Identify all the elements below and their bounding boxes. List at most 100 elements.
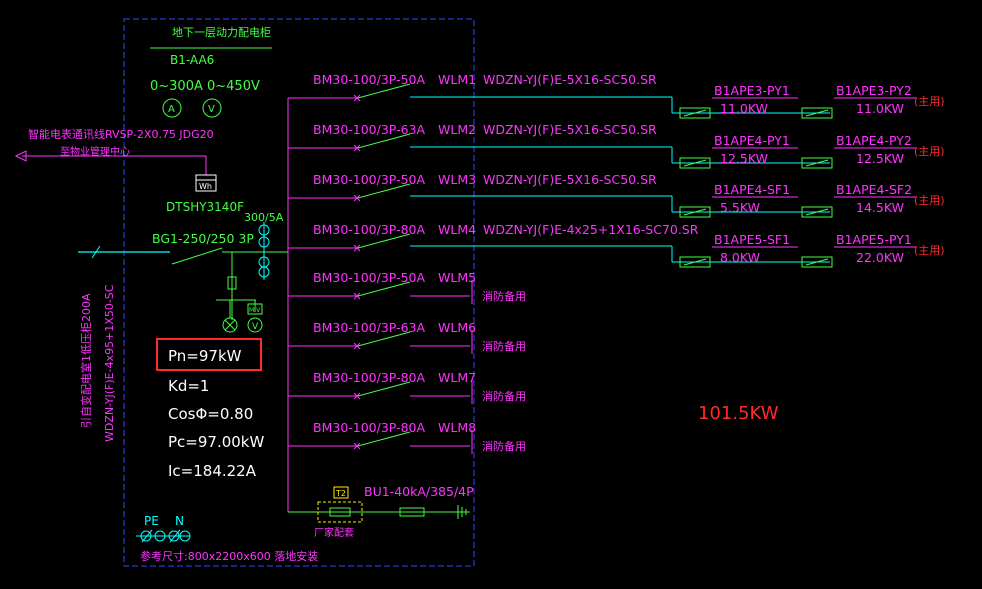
size-note: 参考尺寸:800x2200x600 落地安装 — [140, 549, 318, 563]
load2-name: B1APE3-PY2 — [836, 83, 912, 98]
branch-id-label: WLM5 — [438, 270, 476, 285]
load1-device-icon — [679, 157, 711, 169]
branch-breaker-label: BM30-100/3P-63A — [313, 122, 425, 137]
branch-breaker-blade — [357, 83, 411, 99]
branch-breaker-x-icon — [353, 144, 361, 152]
load2-device-icon — [801, 157, 833, 169]
main-breaker-label: BG1-250/250 3P — [152, 231, 254, 246]
calc-pn: Pn=97kW — [168, 347, 242, 365]
branch-breaker-x-icon — [353, 94, 361, 102]
energy-meter-label: Wh — [199, 182, 212, 191]
spd-t2-box — [333, 486, 349, 499]
load2-device-slash — [805, 208, 829, 216]
pn-highlight-box — [156, 338, 262, 371]
incoming-note-label: 引自变配电室1低压柜200A — [79, 293, 93, 428]
load2-power: 11.0KW — [856, 101, 904, 116]
load1-device-slash — [683, 159, 707, 167]
load2-device-icon — [801, 107, 833, 119]
load2-device-slash — [805, 109, 829, 117]
load1-device-slash — [683, 208, 707, 216]
calc-ic: Ic=184.22A — [168, 462, 257, 480]
incoming-tick — [91, 245, 101, 259]
load1-power: 8.0KW — [720, 250, 760, 265]
ammeter-label: A — [168, 104, 175, 115]
branch-breaker-blade — [357, 381, 411, 397]
panel-outline — [123, 18, 475, 567]
meter-ranges: 0~300A 0~450V — [150, 79, 260, 94]
spd-note: 厂家配套 — [314, 526, 354, 539]
load1-power: 12.5KW — [720, 151, 768, 166]
branch-breaker-x-icon — [353, 244, 361, 252]
branch-breaker-label: BM30-100/3P-80A — [313, 370, 425, 385]
branch-breaker-blade — [357, 183, 411, 199]
load1-name: B1APE5-SF1 — [714, 232, 790, 247]
branch-cable-label: WDZN-YJ(F)E-5X16-SC50.SR — [483, 122, 657, 137]
n-label: N — [175, 514, 184, 528]
load2-device-icon — [801, 256, 833, 268]
monitor-cable-label: 智能电表通讯线RVSP-2X0.75 JDG20 — [28, 127, 214, 141]
pe-label: PE — [144, 514, 159, 528]
branch-id-label: WLM3 — [438, 172, 476, 187]
monitor-arrow-icon — [14, 150, 27, 162]
total-power-note: 101.5KW — [698, 403, 779, 424]
branch-breaker-label: BM30-100/3P-63A — [313, 320, 425, 335]
spd-device-box — [317, 501, 363, 523]
incoming-cable-label: WDZN-YJ(F)E-4x95+1X50-SC — [103, 284, 116, 442]
branch-spare-label: 消防备用 — [482, 439, 526, 453]
branch-id-label: WLM8 — [438, 420, 476, 435]
load1-device-slash — [683, 258, 707, 266]
load1-device-icon — [679, 107, 711, 119]
branch-cable-label: WDZN-YJ(F)E-4x25+1X16-SC70.SR — [483, 222, 699, 237]
multimeter-symbol: M.V V — [247, 303, 263, 333]
load2-device-slash — [805, 159, 829, 167]
spd-fuse — [399, 507, 425, 517]
ammeter-symbol: A — [162, 98, 182, 118]
mv-label: M.V — [249, 307, 261, 314]
voltmeter-symbol: V — [202, 98, 222, 118]
branch-cable-label: WDZN-YJ(F)E-5X16-SC50.SR — [483, 172, 657, 187]
load1-power: 11.0KW — [720, 101, 768, 116]
energy-meter-model: DTSHY3140F — [166, 200, 244, 214]
voltmeter-label: V — [208, 104, 215, 115]
load2-power: 12.5KW — [856, 151, 904, 166]
current-transformer-symbol — [258, 222, 270, 280]
main-breaker-blade — [171, 247, 223, 265]
branch-id-label: WLM7 — [438, 370, 476, 385]
load2-device-icon — [801, 206, 833, 218]
branch-breaker-label: BM30-100/3P-50A — [313, 172, 425, 187]
branch-breaker-blade — [357, 233, 411, 249]
lamp-indicator-icon — [222, 317, 238, 333]
branch-id-label: WLM6 — [438, 320, 476, 335]
branch-spare-label: 消防备用 — [482, 339, 526, 353]
load1-name: B1APE3-PY1 — [714, 83, 790, 98]
load1-power: 5.5KW — [720, 200, 760, 215]
branch-breaker-label: BM30-100/3P-50A — [313, 270, 425, 285]
energy-meter-symbol: Wh — [195, 174, 217, 192]
branch-cable-label: WDZN-YJ(F)E-5X16-SC50.SR — [483, 72, 657, 87]
monitor-dest-label: 至物业管理中心 — [60, 145, 130, 158]
branch-breaker-label: BM30-100/3P-80A — [313, 420, 425, 435]
ct-ratio: 300/5A — [244, 211, 284, 224]
branch-id-label: WLM1 — [438, 72, 476, 87]
branch-breaker-x-icon — [353, 442, 361, 450]
load2-power: 14.5KW — [856, 200, 904, 215]
spd-element — [329, 507, 351, 517]
branch-breaker-label: BM30-100/3P-80A — [313, 222, 425, 237]
calc-cos: CosΦ=0.80 — [168, 405, 253, 423]
load1-device-icon — [679, 256, 711, 268]
branch-spare-label: 消防备用 — [482, 289, 526, 303]
branch-breaker-x-icon — [353, 194, 361, 202]
calc-pc: Pc=97.00kW — [168, 433, 264, 451]
calc-kd: Kd=1 — [168, 377, 209, 395]
load2-name: B1APE5-PY1 — [836, 232, 912, 247]
fuse-symbol — [227, 276, 237, 290]
branch-breaker-blade — [357, 133, 411, 149]
spd-t2-label: T2 — [335, 489, 346, 498]
load-usage-note: (主用) — [914, 145, 945, 158]
mv-v-glyph: V — [252, 322, 259, 332]
load1-device-icon — [679, 206, 711, 218]
panel-title: 地下一层动力配电柜 — [172, 26, 271, 39]
branch-id-label: WLM4 — [438, 222, 476, 237]
